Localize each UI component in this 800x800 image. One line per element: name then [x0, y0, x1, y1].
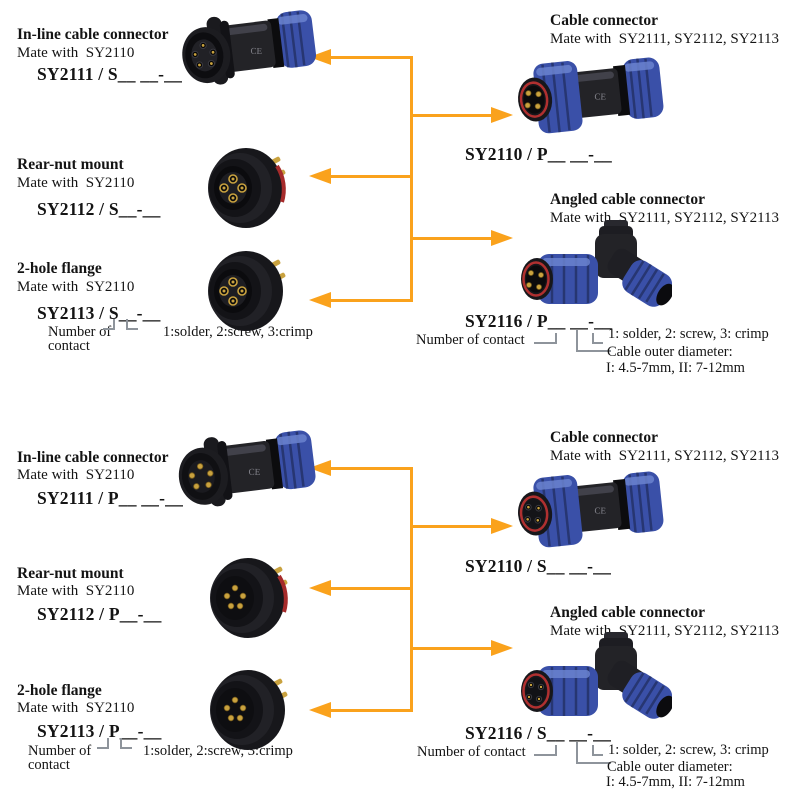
termination-legend: 1:solder, 2:screw, 3:crimp	[163, 324, 313, 340]
sy2113-s-title: 2-hole flange	[17, 260, 102, 277]
sy2111-p-photo: CE	[178, 430, 316, 507]
sy2112-s-mate-note: Mate with SY2110	[17, 175, 135, 191]
sy2111-p-mate-note: Mate with SY2110	[17, 467, 135, 483]
arrow-right-sy2110	[413, 114, 491, 117]
sy2116-p-part-number: SY2116 / P__ __-__	[465, 311, 613, 331]
leader-line	[103, 319, 115, 330]
arrow-left-sy2111-bottom	[331, 467, 413, 470]
cable-diameter-label: Cable outer diameter:	[607, 759, 733, 775]
sy2113-p-photo	[210, 670, 288, 750]
leader-line	[592, 745, 603, 756]
sy2116-p-title: Angled cable connector	[550, 191, 705, 208]
leader-line	[592, 333, 603, 344]
male-pins	[223, 584, 247, 610]
sy2112-p-mate-note: Mate with SY2110	[17, 583, 135, 599]
sy2113-s-part-number: SY2113 / S__-__	[37, 303, 161, 323]
sy2112-s-part-number: SY2112 / S__-__	[37, 199, 161, 219]
termination-legend: 1: solder, 2: screw, 3: crimp	[608, 326, 769, 342]
male-pins	[526, 270, 544, 290]
arrowhead-right-sy2116-bottom	[491, 640, 513, 656]
arrow-left-sy2113	[331, 299, 413, 302]
sy2113-s-mate-note: Mate with SY2110	[17, 279, 135, 295]
arrow-right-sy2116-bottom	[413, 647, 491, 650]
arrowhead-right-sy2116	[491, 230, 513, 246]
sy2110-s-title: Cable connector	[550, 429, 659, 446]
sy2111-s-part-number: SY2111 / S__ __-__	[37, 64, 183, 84]
cable-diameter-values: I: 4.5-7mm, II: 7-12mm	[606, 774, 745, 790]
sy2111-s-mate-note: Mate with SY2110	[17, 45, 135, 61]
female-contacts	[219, 174, 247, 203]
sy2110-s-photo: CE	[518, 471, 664, 548]
contact-count-label: Number of contact	[416, 332, 525, 348]
sy2110-s-part-number: SY2110 / S__ __-__	[465, 556, 612, 576]
leader-line	[126, 319, 138, 330]
arrowhead-left-sy2112	[309, 168, 331, 184]
sy2116-p-photo	[521, 220, 672, 307]
leader-line	[97, 738, 109, 749]
male-pins	[188, 463, 214, 490]
arrowhead-right-sy2110	[491, 107, 513, 123]
sy2112-s-photo	[208, 148, 286, 228]
arrowhead-left-sy2113	[309, 292, 331, 308]
arrow-right-sy2110-bottom	[413, 525, 491, 528]
sy2111-p-part-number: SY2111 / P__ __-__	[37, 488, 184, 508]
termination-legend: 1: solder, 2: screw, 3: crimp	[608, 742, 769, 758]
sy2111-s-photo: CE	[182, 10, 317, 85]
contact-count-label-line1: Number of	[28, 743, 92, 759]
arrow-left-sy2112-bottom	[331, 587, 413, 590]
contact-count-label-line2: contact	[48, 338, 90, 354]
arrowhead-left-sy2113-bottom	[309, 702, 331, 718]
cable-diameter-label: Cable outer diameter:	[607, 344, 733, 360]
arrowhead-right-sy2110-bottom	[491, 518, 513, 534]
sy2110-p-part-number: SY2110 / P__ __-__	[465, 144, 613, 164]
sy2110-p-photo: CE	[518, 57, 664, 134]
sy2113-s-photo	[208, 251, 286, 331]
contact-count-label: Number of contact	[417, 744, 526, 760]
sy2111-s-title: In-line cable connector	[17, 26, 169, 43]
mate-line-vertical	[410, 56, 413, 302]
female-contacts	[191, 41, 217, 69]
male-pins	[223, 696, 247, 722]
sy2112-p-title: Rear-nut mount	[17, 565, 124, 582]
leader-line	[576, 742, 611, 764]
arrow-left-sy2113-bottom	[331, 709, 413, 712]
sy2110-p-mate-note: Mate with SY2111, SY2112, SY2113	[550, 31, 780, 47]
sy2113-p-part-number: SY2113 / P__-__	[37, 721, 162, 741]
sy2113-p-mate-note: Mate with SY2110	[17, 700, 135, 716]
arrow-left-sy2111	[331, 56, 413, 59]
contact-count-label-line2: contact	[28, 757, 70, 773]
arrow-left-sy2112	[331, 175, 413, 178]
arrowhead-left-sy2112-bottom	[309, 580, 331, 596]
female-contacts	[525, 681, 545, 703]
sy2112-p-part-number: SY2112 / P__-__	[37, 604, 162, 624]
sy2110-p-title: Cable connector	[550, 12, 659, 29]
sy2116-s-photo	[521, 632, 672, 719]
sy2112-s-title: Rear-nut mount	[17, 156, 124, 173]
sy2113-p-title: 2-hole flange	[17, 682, 102, 699]
svg-text:CE: CE	[594, 505, 606, 515]
leader-line	[576, 330, 611, 352]
contact-count-label-line1: Number of	[48, 324, 112, 340]
leader-line	[534, 333, 557, 344]
sy2116-s-title: Angled cable connector	[550, 604, 705, 621]
svg-text:CE: CE	[250, 46, 262, 56]
sy2111-p-title: In-line cable connector	[17, 449, 169, 466]
female-contacts	[524, 503, 542, 524]
sy2116-s-part-number: SY2116 / S__ __-__	[465, 723, 612, 743]
svg-text:CE: CE	[248, 467, 260, 477]
male-pins	[524, 90, 542, 110]
arrow-right-sy2116	[413, 237, 491, 240]
svg-text:CE: CE	[594, 91, 606, 101]
sy2112-p-photo	[210, 558, 288, 638]
sy2110-s-mate-note: Mate with SY2111, SY2112, SY2113	[550, 448, 780, 464]
leader-line	[534, 745, 557, 756]
cable-diameter-values: I: 4.5-7mm, II: 7-12mm	[606, 360, 745, 376]
female-contacts	[219, 277, 247, 306]
leader-line	[120, 738, 132, 749]
